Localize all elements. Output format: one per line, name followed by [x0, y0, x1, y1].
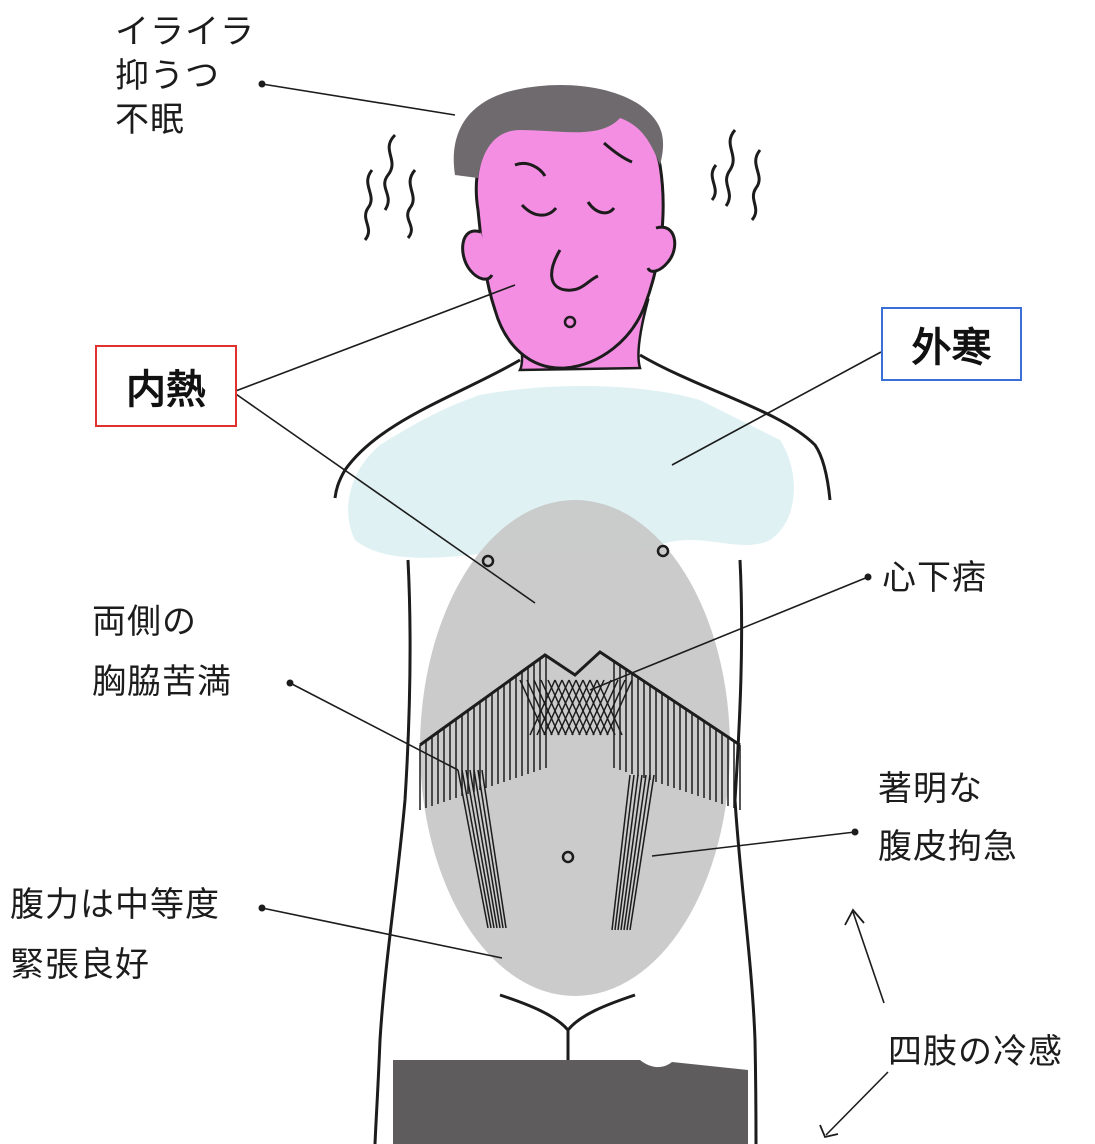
label-inner-heat: 内熱 [95, 345, 237, 427]
right-eye [586, 201, 616, 215]
hatch-line [578, 679, 605, 736]
hatch-line [596, 679, 623, 736]
left-torso-line [373, 559, 412, 1144]
hatch-line [626, 774, 651, 931]
hatch-line [614, 774, 635, 931]
label-moderate-strength: 腹力は中等度 [10, 885, 220, 925]
label-good-tension: 緊張良好 [10, 945, 150, 985]
left-ear [461, 229, 494, 281]
leader-lines [232, 83, 889, 1136]
hair [453, 85, 664, 178]
label-abdominal-strength: 腹力は中等度 緊張良好 [10, 875, 220, 995]
hatch-line [550, 679, 577, 736]
hatch-line [599, 679, 626, 736]
label-bilateral: 両側の [92, 602, 197, 642]
hatch-line [592, 679, 619, 736]
hatch-line [629, 774, 655, 931]
hatch-line [564, 679, 591, 736]
left-nipple [481, 554, 495, 568]
groin-line [499, 993, 636, 1033]
hatch-line [461, 769, 492, 929]
stress-squiggles-left [363, 133, 417, 241]
label-mental-symptoms: イライラ 抑うつ 不眠 [115, 10, 255, 142]
label-marked: 著明な [878, 769, 983, 809]
hatch-line [611, 774, 631, 931]
label-abdominal-tension: 著明な 腹皮拘急 [878, 760, 1018, 876]
hatch-line [473, 769, 501, 929]
hatch-line [623, 774, 647, 931]
stress-squiggles-right [710, 129, 762, 221]
right-nipple [656, 544, 670, 558]
abdomen-oval [420, 500, 730, 996]
hatch-line [536, 679, 563, 736]
label-insomnia: 不眠 [115, 100, 185, 140]
trousers [393, 1060, 748, 1144]
left-shoulder-line [333, 358, 521, 499]
hatch-line [557, 679, 584, 736]
hatch-line [481, 769, 507, 929]
hatch-line [457, 769, 489, 929]
hatch-line [469, 769, 498, 929]
left-eye [520, 203, 558, 217]
left-brow [514, 161, 547, 177]
arrowheads [819, 908, 865, 1139]
right-shoulder-line [639, 353, 832, 501]
hatch-line [617, 774, 639, 931]
tension-hatching [419, 654, 741, 931]
mouth [563, 315, 577, 329]
hatch-line [465, 769, 495, 929]
leader-dots [258, 80, 872, 912]
hatch-line [529, 679, 556, 736]
label-depression: 抑うつ [115, 56, 220, 96]
hatch-line [585, 679, 612, 736]
hatch-line [543, 679, 570, 736]
label-chest-hypochondrium: 胸脇苦満 [92, 662, 232, 702]
label-rectus-tension: 腹皮拘急 [878, 827, 1018, 867]
label-irritability: イライラ [115, 12, 255, 52]
label-bilateral-chest: 両側の 胸脇苦満 [92, 592, 232, 712]
nose [550, 249, 599, 292]
hatch-line [620, 774, 643, 931]
right-brow [603, 141, 633, 164]
outer-cold-zone [348, 385, 794, 558]
right-torso-line [733, 559, 758, 1144]
hatch-line [606, 679, 633, 736]
label-outer-cold: 外寒 [881, 307, 1022, 381]
navel [561, 850, 575, 864]
hatch-line [477, 769, 504, 929]
right-ear [646, 225, 677, 273]
label-limb-coldness: 四肢の冷感 [888, 1032, 1063, 1072]
label-epigastric-fullness: 心下痞 [882, 558, 987, 598]
